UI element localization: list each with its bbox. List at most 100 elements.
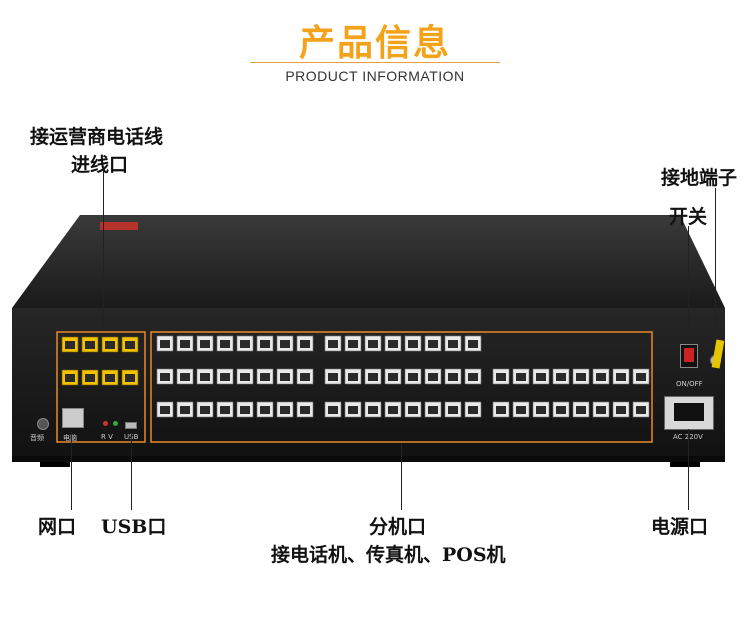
usb-port[interactable]: [125, 422, 137, 429]
label-trunk-line-1: 接运营商电话线: [30, 126, 164, 148]
ext-port[interactable]: [216, 368, 234, 385]
ext-port[interactable]: [404, 335, 422, 352]
ext-port[interactable]: [512, 401, 530, 418]
ext-port[interactable]: [256, 335, 274, 352]
ext-port[interactable]: [632, 368, 650, 385]
ext-port[interactable]: [464, 335, 482, 352]
led-label: R V: [101, 433, 113, 441]
audio-label: 音频: [30, 434, 44, 442]
ext-port[interactable]: [296, 368, 314, 385]
co-port-group: [56, 331, 146, 443]
label-switch: 开关: [669, 206, 708, 228]
ext-port[interactable]: [384, 401, 402, 418]
network-port-label: 电脑: [63, 434, 77, 442]
ext-port[interactable]: [196, 401, 214, 418]
ext-port[interactable]: [532, 368, 550, 385]
ext-port[interactable]: [592, 401, 610, 418]
ext-port[interactable]: [364, 368, 382, 385]
co-port[interactable]: [101, 336, 119, 353]
ext-port[interactable]: [492, 368, 510, 385]
ext-port[interactable]: [572, 401, 590, 418]
ext-port[interactable]: [236, 401, 254, 418]
ext-port[interactable]: [444, 335, 462, 352]
ext-port[interactable]: [444, 401, 462, 418]
ext-port[interactable]: [384, 368, 402, 385]
ext-port[interactable]: [444, 368, 462, 385]
callout-line-power: [688, 429, 689, 510]
ext-port[interactable]: [424, 335, 442, 352]
audio-jack[interactable]: [37, 418, 49, 430]
ext-port[interactable]: [612, 401, 630, 418]
co-port[interactable]: [101, 369, 119, 386]
ext-port[interactable]: [216, 335, 234, 352]
ext-port[interactable]: [196, 335, 214, 352]
ext-port[interactable]: [464, 368, 482, 385]
ext-port[interactable]: [404, 368, 422, 385]
co-port[interactable]: [121, 336, 139, 353]
ext-port[interactable]: [156, 368, 174, 385]
callout-line-usb: [131, 432, 132, 510]
title-divider: [250, 62, 500, 63]
ext-port[interactable]: [464, 401, 482, 418]
ext-port[interactable]: [256, 368, 274, 385]
label-trunk-line-2: 进线口: [71, 154, 129, 176]
page-subtitle: PRODUCT INFORMATION: [285, 68, 465, 84]
ext-port[interactable]: [424, 368, 442, 385]
ext-port[interactable]: [512, 368, 530, 385]
network-port[interactable]: [62, 408, 84, 428]
ext-port[interactable]: [276, 368, 294, 385]
ext-port[interactable]: [176, 401, 194, 418]
ext-port[interactable]: [324, 335, 342, 352]
ext-port[interactable]: [364, 401, 382, 418]
ext-port[interactable]: [632, 401, 650, 418]
ext-port[interactable]: [196, 368, 214, 385]
ext-port[interactable]: [424, 401, 442, 418]
ext-port[interactable]: [176, 368, 194, 385]
ext-port[interactable]: [276, 401, 294, 418]
co-port[interactable]: [121, 369, 139, 386]
ext-port[interactable]: [324, 368, 342, 385]
co-port[interactable]: [61, 369, 79, 386]
label-extension-desc: 接电话机、传真机、POS机: [271, 544, 506, 566]
ext-port[interactable]: [344, 335, 362, 352]
ext-port[interactable]: [344, 368, 362, 385]
ext-port[interactable]: [324, 401, 342, 418]
ext-port[interactable]: [364, 335, 382, 352]
ext-port-group: [150, 331, 653, 443]
ext-port[interactable]: [276, 335, 294, 352]
ext-port[interactable]: [256, 401, 274, 418]
label-usb: USB口: [101, 516, 167, 538]
ext-port[interactable]: [532, 401, 550, 418]
ext-port[interactable]: [492, 401, 510, 418]
ext-port[interactable]: [176, 335, 194, 352]
callout-line-trunk: [103, 171, 104, 331]
ext-port[interactable]: [296, 401, 314, 418]
co-port[interactable]: [61, 336, 79, 353]
label-power: 电源口: [651, 516, 709, 538]
callout-line-switch: [688, 226, 689, 342]
ext-port[interactable]: [552, 401, 570, 418]
ext-port[interactable]: [344, 401, 362, 418]
ext-port[interactable]: [216, 401, 234, 418]
callout-line-network: [71, 432, 72, 510]
ext-port[interactable]: [156, 335, 174, 352]
page-title: 产品信息: [298, 23, 451, 64]
ext-port[interactable]: [236, 335, 254, 352]
ext-port[interactable]: [236, 368, 254, 385]
co-port[interactable]: [81, 369, 99, 386]
power-socket[interactable]: [664, 396, 714, 430]
ext-port[interactable]: [156, 401, 174, 418]
co-port[interactable]: [81, 336, 99, 353]
ext-port[interactable]: [552, 368, 570, 385]
led-v: [113, 421, 118, 426]
power-switch[interactable]: [680, 344, 698, 368]
power-socket-label: AC 220V: [673, 433, 703, 441]
ext-port[interactable]: [592, 368, 610, 385]
ext-port[interactable]: [612, 368, 630, 385]
label-extension: 分机口: [369, 516, 427, 538]
ext-port[interactable]: [404, 401, 422, 418]
ext-port[interactable]: [572, 368, 590, 385]
ext-port[interactable]: [296, 335, 314, 352]
ext-port[interactable]: [384, 335, 402, 352]
